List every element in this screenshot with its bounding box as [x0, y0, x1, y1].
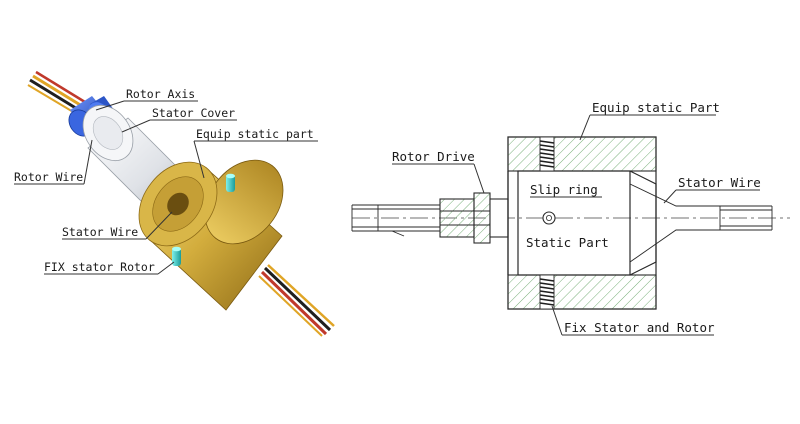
label-rotor-wire: Rotor Wire [14, 170, 83, 184]
label-stator-wire-right: Stator Wire [678, 175, 761, 190]
label-slip-ring: Slip ring [530, 182, 598, 197]
rotor-drive-shaft [351, 204, 440, 237]
rotor-drive-collar [439, 192, 509, 244]
right-callouts: Equip static Part Rotor Drive Slip ring … [392, 100, 761, 336]
slip-ring-core [517, 170, 631, 276]
top-static-wall [507, 136, 657, 172]
top-pin [226, 175, 235, 192]
label-fix-stator-rotor-right: Fix Stator and Rotor [564, 320, 715, 335]
housing [507, 136, 657, 310]
label-rotor-axis: Rotor Axis [126, 87, 195, 101]
label-fix-stator-rotor: FIX stator Rotor [44, 260, 155, 274]
center-hole [542, 211, 556, 225]
fix-screws [539, 136, 555, 310]
stator-wires-exit [258, 264, 335, 337]
label-static-part: Static Part [526, 235, 609, 250]
slip-ring-cross-section: Equip static Part Rotor Drive Slip ring … [351, 100, 790, 336]
stator-wire-exit [629, 183, 773, 263]
label-stator-cover: Stator Cover [152, 106, 235, 120]
label-equip-static-part-right: Equip static Part [592, 100, 720, 115]
left-callouts: Rotor Axis Stator Cover Equip static par… [14, 87, 318, 275]
label-stator-wire: Stator Wire [62, 225, 138, 239]
bottom-static-wall [507, 274, 657, 310]
label-equip-static-part: Equip static part [196, 127, 314, 141]
bottom-pin [172, 248, 181, 266]
label-rotor-drive: Rotor Drive [392, 149, 475, 164]
teal-fix-pins [172, 173, 235, 266]
slip-ring-3d-illustration: Rotor Axis Stator Cover Equip static par… [14, 70, 335, 337]
equip-static-body [138, 159, 284, 311]
